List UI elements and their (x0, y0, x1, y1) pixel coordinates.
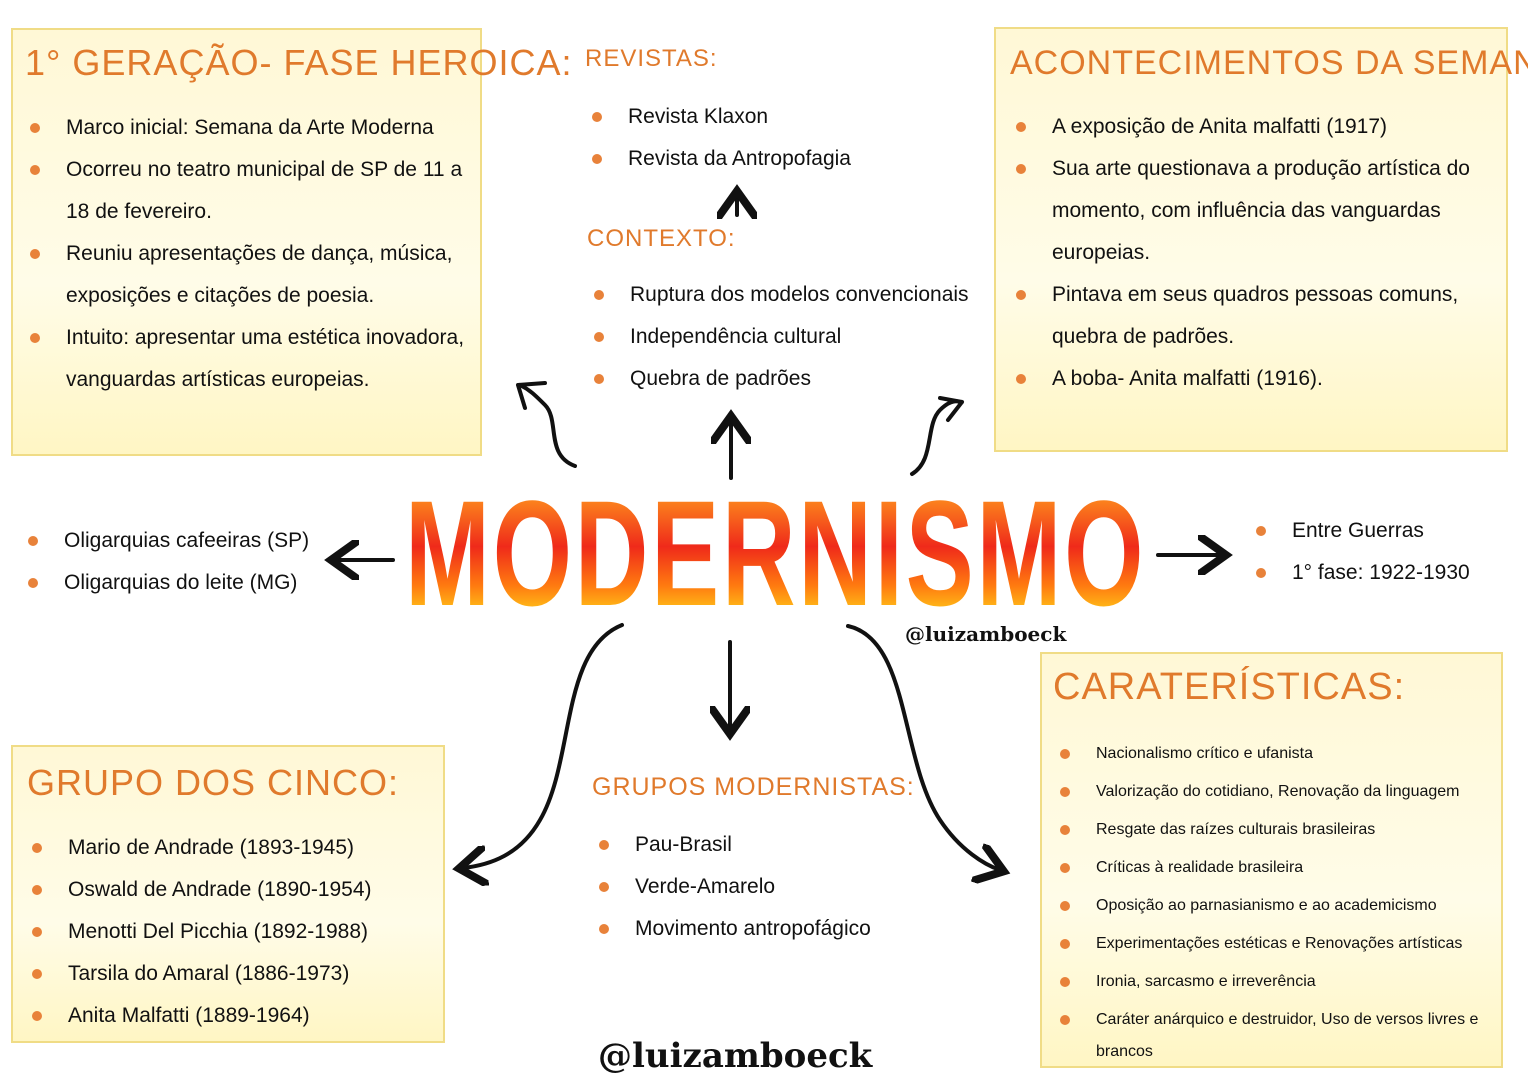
grupos-modernistas-list: Pau-Brasil Verde-Amarelo Movimento antro… (599, 824, 871, 950)
list-item: Ocorreu no teatro municipal de SP de 11 … (30, 149, 470, 233)
list-item: Tarsila do Amaral (1886-1973) (32, 953, 372, 995)
list-item: Ruptura dos modelos convencionais (594, 274, 969, 316)
list-item: Pintava em seus quadros pessoas comuns, … (1016, 274, 1496, 358)
list-item: A boba- Anita malfatti (1916). (1016, 358, 1496, 400)
list-item: Revista da Antropofagia (592, 138, 851, 180)
list-item: Sua arte questionava a produção artístic… (1016, 148, 1496, 274)
list-item: Oligarquias do leite (MG) (28, 562, 309, 604)
list-item: Caráter anárquico e destruidor, Uso de v… (1060, 1001, 1502, 1068)
list-item: Quebra de padrões (594, 358, 969, 400)
list-item: Anita Malfatti (1889-1964) (32, 995, 372, 1037)
primeira-geracao-box (11, 28, 482, 456)
grupo-dos-cinco-title: GRUPO DOS CINCO: (27, 762, 400, 803)
list-item: Experimentações estéticas e Renovações a… (1060, 925, 1502, 963)
grupo-dos-cinco-list: Mario de Andrade (1893-1945) Oswald de A… (32, 827, 372, 1037)
list-item: Oligarquias cafeeiras (SP) (28, 520, 309, 562)
list-item: Oswald de Andrade (1890-1954) (32, 869, 372, 911)
list-item: Entre Guerras (1256, 510, 1470, 552)
arrow-to-caracteristicas (846, 624, 1000, 870)
arrow-to-primeira-geracao (518, 383, 577, 468)
list-item: Nacionalismo crítico e ufanista (1060, 735, 1502, 773)
list-item: Valorização do cotidiano, Renovação da l… (1060, 773, 1502, 811)
acontecimentos-title: ACONTECIMENTOS DA SEMANA: (1010, 44, 1528, 82)
caracteristicas-list: Nacionalismo crítico e ufanista Valoriza… (1060, 735, 1502, 1068)
revistas-list: Revista Klaxon Revista da Antropofagia (592, 96, 851, 180)
acontecimentos-list: A exposição de Anita malfatti (1917) Sua… (1016, 106, 1496, 400)
list-item: Movimento antropofágico (599, 908, 871, 950)
oligarquias-list: Oligarquias cafeeiras (SP) Oligarquias d… (28, 520, 309, 604)
list-item: Ironia, sarcasmo e irreverência (1060, 963, 1502, 1001)
list-item: A exposição de Anita malfatti (1917) (1016, 106, 1496, 148)
caracteristicas-box (1040, 652, 1503, 1068)
center-title: MODERNISMO (405, 469, 1147, 637)
list-item: Pau-Brasil (599, 824, 871, 866)
footer-handle: @luizamboeck (598, 1036, 873, 1076)
list-item: Marco inicial: Semana da Arte Moderna (30, 107, 470, 149)
list-item: Intuito: apresentar uma estética inovado… (30, 317, 470, 401)
watermark: @luizamboeck (905, 622, 1067, 646)
primeira-geracao-title: 1° GERAÇÃO- FASE HEROICA: (25, 42, 573, 83)
list-item: Mario de Andrade (1893-1945) (32, 827, 372, 869)
acontecimentos-box (994, 27, 1508, 452)
contexto-list: Ruptura dos modelos convencionais Indepe… (594, 274, 969, 400)
list-item: Oposição ao parnasianismo e ao academici… (1060, 887, 1502, 925)
arrow-to-grupo-dos-cinco (463, 623, 624, 868)
grupos-modernistas-title: GRUPOS MODERNISTAS: (592, 773, 915, 801)
grupo-dos-cinco-box (11, 745, 445, 1043)
primeira-geracao-list: Marco inicial: Semana da Arte Moderna Oc… (30, 107, 470, 401)
caracteristicas-title: CARATERÍSTICAS: (1053, 666, 1406, 708)
list-item: Menotti Del Picchia (1892-1988) (32, 911, 372, 953)
list-item: Resgate das raízes culturais brasileiras (1060, 811, 1502, 849)
list-item: 1° fase: 1922-1930 (1256, 552, 1470, 594)
periodo-list: Entre Guerras 1° fase: 1922-1930 (1256, 510, 1470, 594)
revistas-title: REVISTAS: (585, 45, 718, 72)
list-item: Verde-Amarelo (599, 866, 871, 908)
list-item: Independência cultural (594, 316, 969, 358)
list-item: Reuniu apresentações de dança, música, e… (30, 233, 470, 317)
contexto-title: CONTEXTO: (587, 225, 736, 252)
list-item: Críticas à realidade brasileira (1060, 849, 1502, 887)
list-item: Revista Klaxon (592, 96, 851, 138)
